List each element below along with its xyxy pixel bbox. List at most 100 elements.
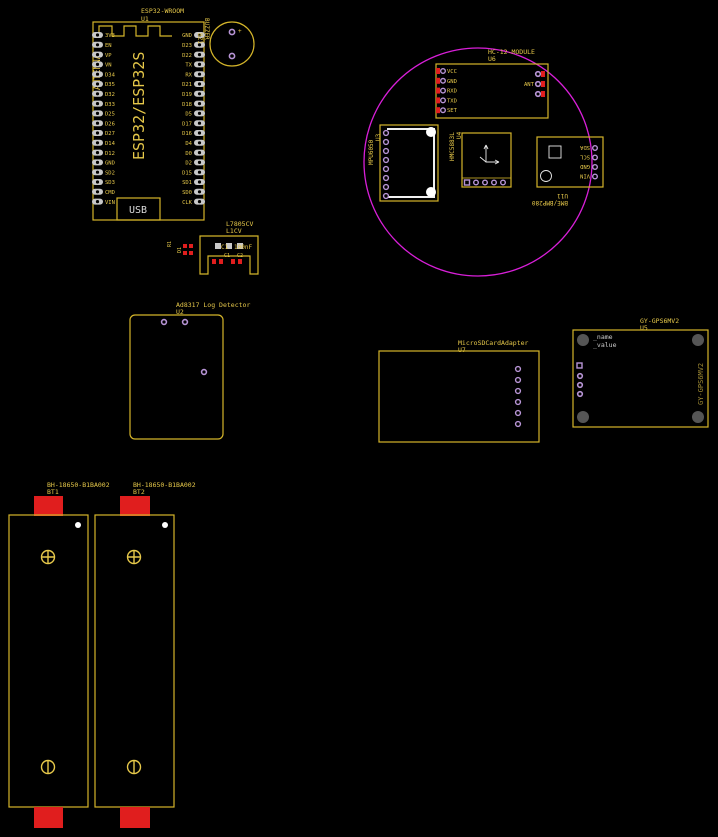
esp32-pad-hole: [197, 170, 202, 174]
esp32-pin-label-right: TX: [185, 63, 192, 69]
hc12-ref: U6: [488, 55, 496, 63]
esp32-pin-label-right: D21: [182, 82, 192, 88]
cap-c2-pad: [231, 259, 235, 264]
esp32-pin-label-right: D15: [182, 170, 192, 176]
cap-c2-pad: [238, 259, 242, 264]
hc12-smd-pad: [436, 77, 440, 84]
esp32-pad-hole: [197, 102, 202, 106]
bme-pin: [592, 163, 599, 170]
hmc-pin: [473, 179, 480, 186]
ad8317-outline: [129, 314, 224, 440]
mpu-pin: [382, 147, 390, 155]
mpu-pins: [382, 129, 390, 200]
battery-holder-bt2[interactable]: BH-18650-B1BA002 BT2: [94, 481, 196, 828]
esp32-pin-label-left: D27: [105, 131, 115, 137]
microsd-pin: [514, 409, 522, 417]
bt1-ref: BT1: [47, 488, 59, 496]
led-pad: [189, 251, 193, 255]
gps-ref: U5: [640, 324, 648, 332]
bme-pin: [592, 144, 599, 151]
hc12-pin-label: TXD: [447, 98, 457, 104]
hmc5883l-module[interactable]: HMC5883L U4: [449, 131, 512, 188]
microsd-pins: [514, 365, 522, 428]
esp32-pin-label-left: D12: [105, 151, 115, 157]
gps-module[interactable]: GY-GPS6MV2 U5 _name _value GY-GPS6MV2: [572, 317, 709, 428]
buzzer[interactable]: + BUZZER BZ1: [196, 18, 255, 67]
esp32-pad-hole: [197, 121, 202, 125]
voltage-regulator[interactable]: L7805CV L1CV C1 100nF C1 C2 R1 D1: [167, 220, 259, 275]
bme-pin: [592, 173, 599, 180]
resistor-pad: [183, 251, 187, 255]
gps-side-label: GY-GPS6MV2: [697, 363, 705, 405]
buzzer-pad-minus: [228, 52, 236, 60]
esp32-pin-label-right: D0: [185, 151, 192, 157]
bt1-plus-icon: [40, 549, 56, 565]
bme-sensor-icon: [548, 145, 562, 159]
bt2-ref: BT2: [133, 488, 145, 496]
mpu-pin: [382, 156, 390, 164]
esp32-pin-label-right: D4: [185, 141, 192, 147]
gps-mount-hole: [577, 334, 589, 346]
mpu-ref: U3: [375, 133, 382, 141]
hc12-pin-label: RXD: [447, 89, 457, 95]
bme-outline: [536, 136, 604, 188]
mpu6050-module[interactable]: MPU6050 U3: [368, 124, 439, 202]
esp32-usb-outline: [116, 197, 161, 221]
esp32-module[interactable]: ESP32-WROOM U1 ANTENNA ESP32/ESP32S USB …: [92, 7, 205, 221]
esp32-pad-hole: [95, 121, 100, 125]
esp32-pad-hole: [95, 111, 100, 115]
bme-pin-label: SCL: [579, 154, 590, 160]
cap-c2-ref: C2: [237, 253, 243, 259]
esp32-pin-label-left: D14: [105, 141, 116, 147]
esp32-pin-label-left: CMD: [105, 190, 115, 196]
esp32-pin-label-left: D32: [105, 92, 115, 98]
hmc-ref: U4: [456, 131, 463, 139]
bt1-pad-top: [34, 496, 63, 516]
esp32-pad-hole: [95, 200, 100, 204]
hc12-ant-label: ANT: [524, 82, 535, 88]
esp32-pad-hole: [197, 141, 202, 145]
resistor-pad: [183, 244, 187, 248]
esp32-pin-label-left: GND: [105, 161, 115, 167]
hc12-pin-label: VCC: [447, 69, 457, 75]
hc12-ant-pad: [534, 90, 542, 98]
esp32-pad-hole: [95, 33, 100, 37]
ad8317-ref: U2: [176, 308, 184, 316]
mpu-pin: [382, 165, 390, 173]
esp32-pin-label-left: D34: [105, 72, 116, 78]
hmc-pin: [491, 179, 498, 186]
esp32-pad-hole: [95, 160, 100, 164]
ad8317-module[interactable]: Ad8317 Log Detector U2: [129, 301, 250, 440]
microsd-pin: [514, 387, 522, 395]
bme-pin-label: GND: [580, 163, 590, 169]
gps-value: GY-GPS6MV2: [640, 317, 679, 325]
regulator-cap-label-2: 100nF: [234, 244, 252, 251]
bme-pin-label: SDA: [579, 144, 590, 150]
battery-holder-bt1[interactable]: BH-18650-B1BA002 BT1: [8, 481, 110, 828]
esp32-pad-hole: [197, 111, 202, 115]
microsd-adapter[interactable]: MicroSDCardAdapter U7: [378, 339, 540, 443]
esp32-pad-hole: [197, 151, 202, 155]
regulator-pad: [226, 243, 232, 249]
bme-mount-hole: [540, 170, 552, 182]
microsd-pin: [514, 365, 522, 373]
esp32-pin-label-left: SD3: [105, 180, 115, 186]
gps-outline: [572, 329, 709, 428]
esp32-pin-label-right: SD0: [182, 190, 192, 196]
esp32-pad-hole: [95, 72, 100, 76]
gps-pin: [576, 390, 584, 398]
cap-c1-pad: [212, 259, 216, 264]
bt2-value: BH-18650-B1BA002: [133, 481, 196, 489]
esp32-pad-hole: [197, 92, 202, 96]
hc12-pin-label: SET: [447, 108, 458, 114]
esp32-pin-label-left: D25: [105, 112, 115, 118]
mpu-mount-hole: [426, 127, 436, 137]
microsd-outline: [378, 350, 540, 443]
microsd-value: MicroSDCardAdapter: [458, 339, 529, 347]
microsd-pin: [514, 376, 522, 384]
gps-value-field: _value: [593, 341, 617, 349]
gps-name-field: _name: [593, 333, 613, 341]
esp32-pin-label-left: D26: [105, 121, 115, 127]
